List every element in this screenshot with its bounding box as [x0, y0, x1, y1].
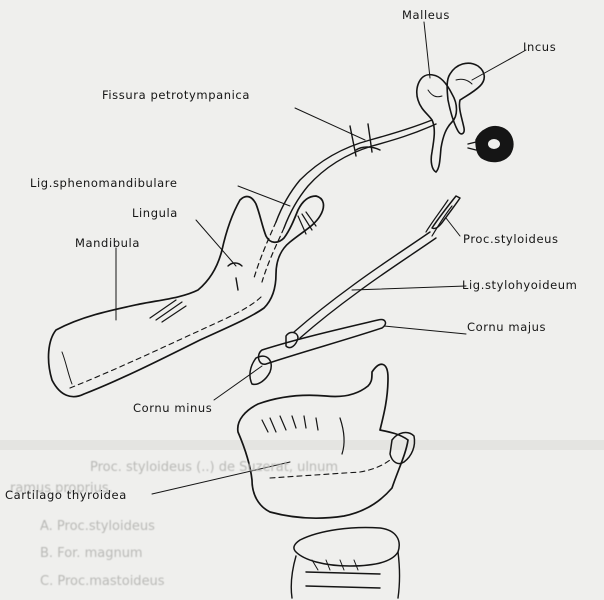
cricoid-shape — [294, 528, 399, 567]
label-cornu-minus: Cornu minus — [133, 401, 212, 415]
label-lig-spheno: Lig.sphenomandibulare — [30, 176, 178, 190]
mandible-inner-line — [62, 352, 72, 384]
lig-sphenomandibulare-dashed — [254, 222, 284, 282]
lig-stylohyoideum — [294, 232, 430, 332]
leader-cornu-majus — [384, 326, 466, 334]
bleed-line-1: Proc. styloideus (..) de Suzerat, ulnum — [90, 460, 338, 475]
label-malleus: Malleus — [402, 8, 450, 22]
label-mandibula: Mandibula — [75, 236, 140, 250]
leader-lig-stylohyoideum — [352, 286, 466, 290]
bleed-option-b: B. For. magnum — [40, 546, 143, 561]
label-cornu-majus: Cornu majus — [467, 320, 546, 334]
leader-proc-styloideus — [446, 218, 460, 236]
label-fissura: Fissura petrotympanica — [102, 88, 250, 102]
bleed-through-band — [0, 440, 604, 450]
hyoid-body — [250, 356, 271, 384]
label-lig-stylohyoideum: Lig.stylohyoideum — [462, 278, 578, 292]
incus-shape — [447, 63, 484, 134]
mandible-canal-dashed — [70, 296, 262, 388]
bleed-option-a: A. Proc.styloideus — [40, 519, 155, 534]
stapes-foramen — [488, 139, 500, 149]
label-cartilago: Cartilago thyroidea — [5, 488, 127, 502]
label-lingula: Lingula — [132, 206, 178, 220]
incus-detail — [456, 79, 472, 84]
bleed-option-c: C. Proc.mastoideus — [40, 574, 165, 589]
leader-lingula — [196, 220, 236, 266]
leader-malleus — [424, 22, 430, 78]
proc-styloideus-shape — [432, 196, 460, 229]
cornu-majus-shape — [259, 320, 386, 365]
leader-fissura — [295, 108, 365, 140]
malleus-detail — [428, 90, 442, 97]
mandible-hatching — [150, 212, 316, 322]
leader-cornu-minus — [214, 366, 262, 400]
label-proc-styloideus: Proc.styloideus — [463, 232, 559, 246]
lingula-shape — [228, 263, 242, 290]
leader-incus — [472, 50, 526, 80]
label-incus: Incus — [523, 40, 556, 54]
mandible-outline — [49, 196, 324, 397]
stapes-crura — [468, 142, 476, 150]
